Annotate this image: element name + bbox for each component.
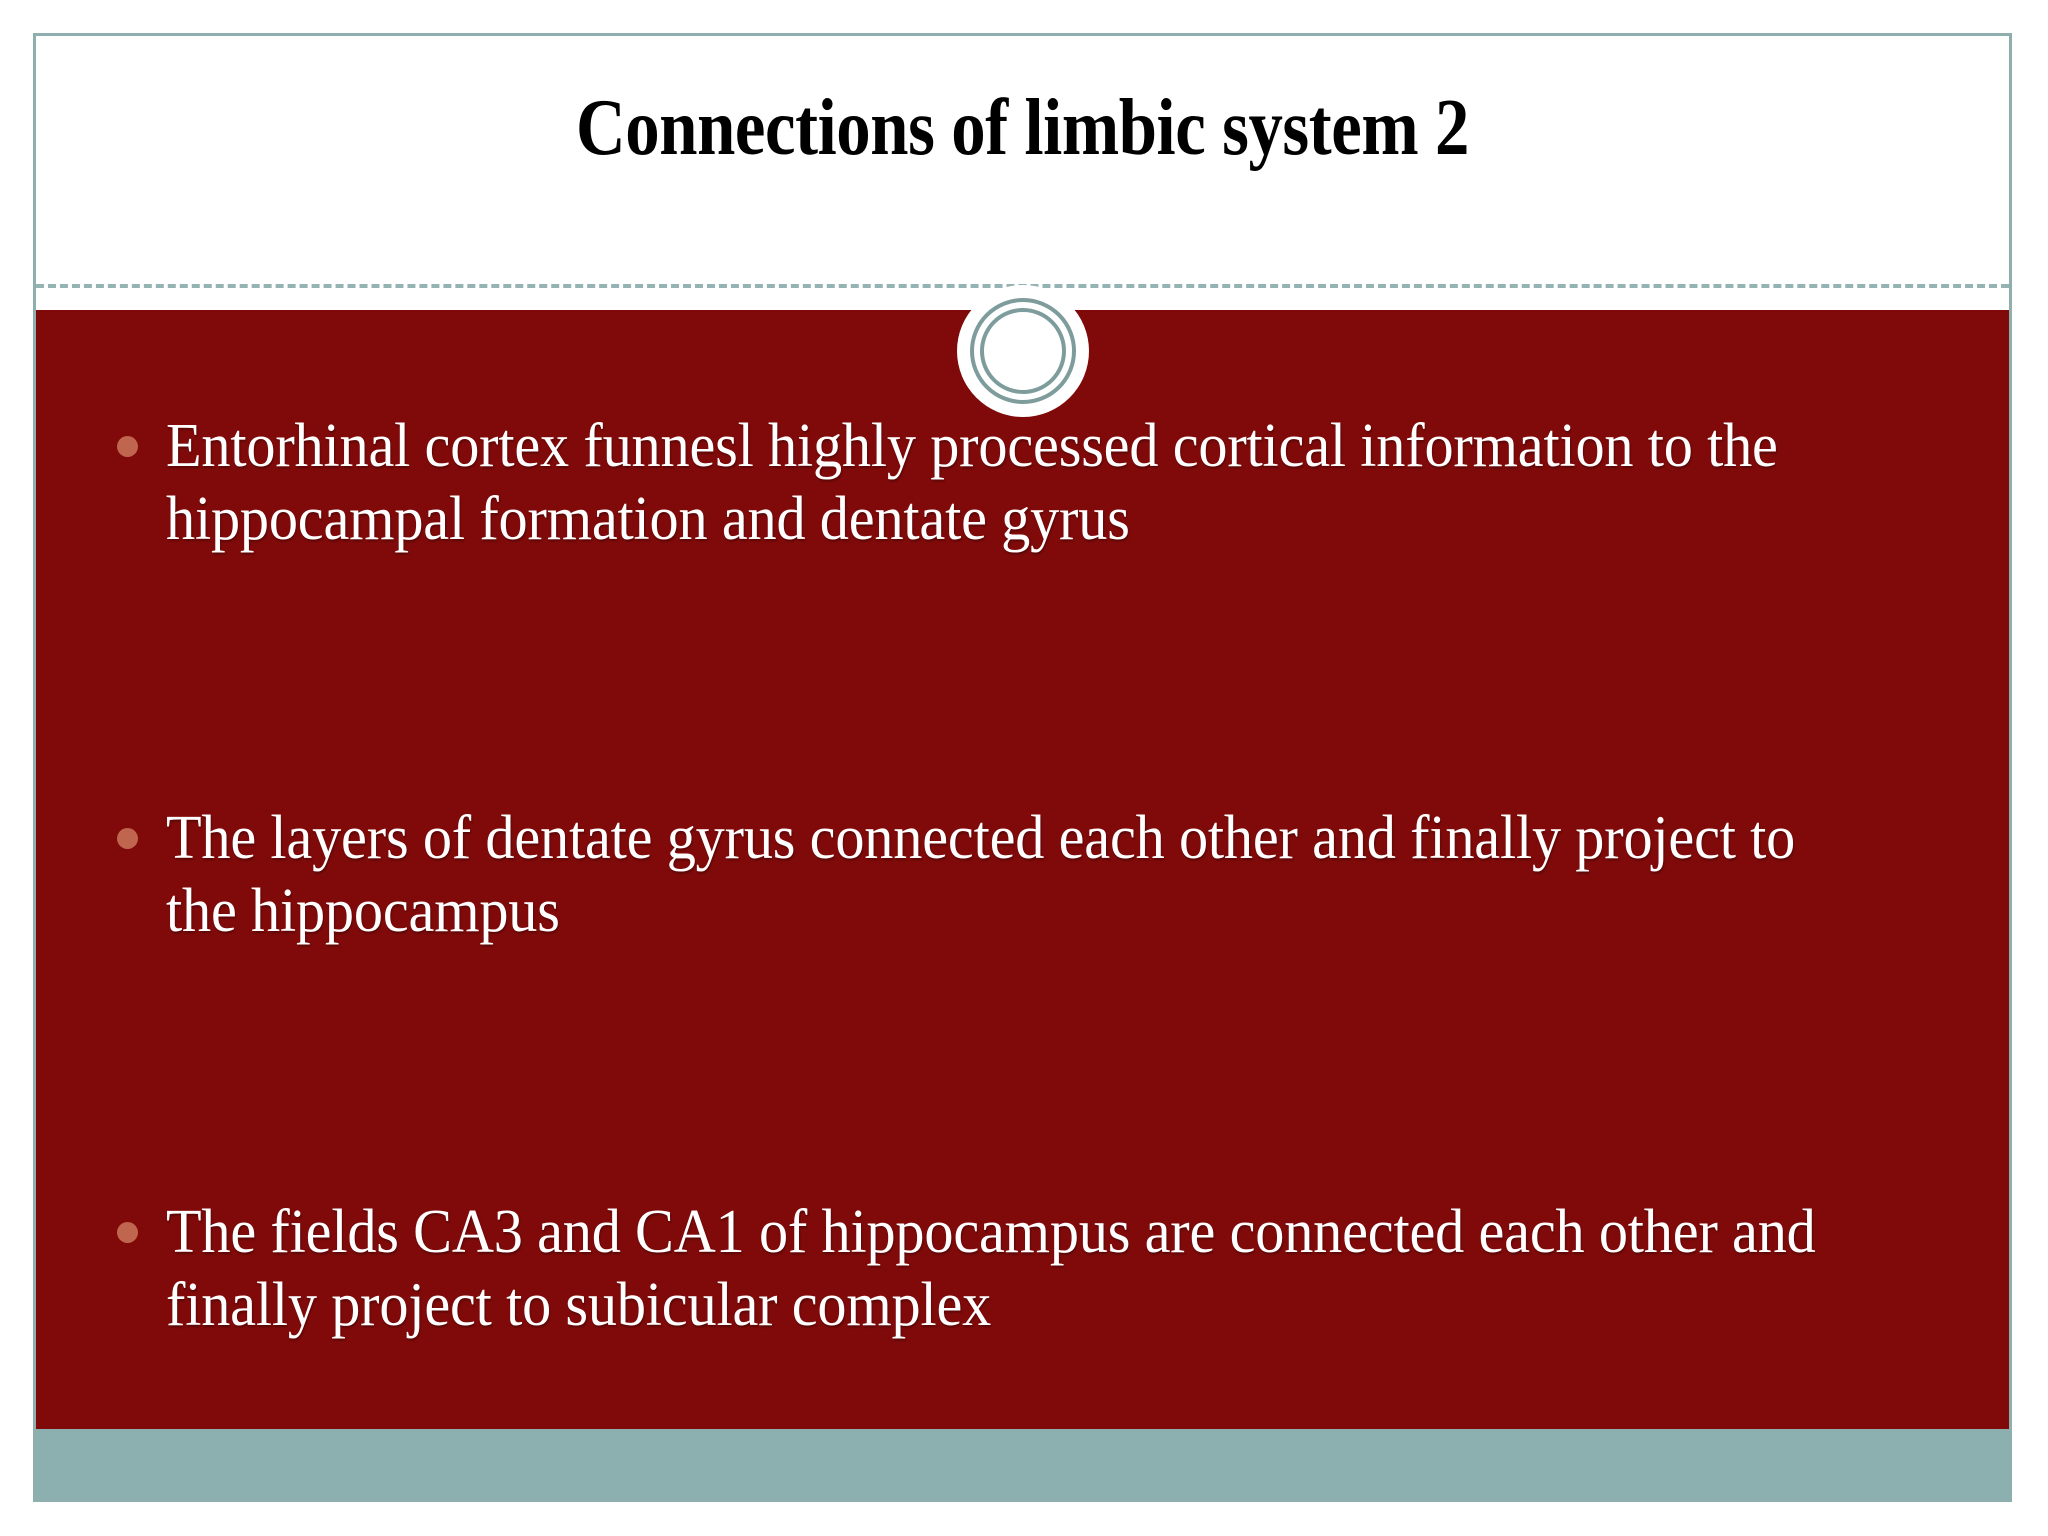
page-title: Connections of limbic system 2 [576, 84, 1469, 172]
double-ring-circle-icon [956, 285, 1089, 417]
list-item-text: Entorhinal cortex funnesl highly process… [166, 412, 1778, 553]
bullet-list: Entorhinal cortex funnesl highly process… [36, 310, 2009, 1429]
title-band: Connections of limbic system 2 [36, 36, 2009, 310]
ring-inner-icon [979, 308, 1066, 394]
content-band: Entorhinal cortex funnesl highly process… [36, 310, 2009, 1429]
list-item: The layers of dentate gyrus connected ea… [94, 802, 1973, 947]
bullet-dot-icon [117, 1222, 138, 1243]
ring-outer-icon [969, 298, 1076, 404]
bullet-dot-icon [117, 436, 138, 457]
list-item: Entorhinal cortex funnesl highly process… [94, 410, 1973, 555]
list-item: The fields CA3 and CA1 of hippocampus ar… [94, 1196, 1973, 1341]
list-item-text: The fields CA3 and CA1 of hippocampus ar… [166, 1198, 1816, 1339]
slide-frame: Connections of limbic system 2 Entorhina… [33, 33, 2012, 1502]
footer-accent-band [36, 1429, 2009, 1499]
bullet-dot-icon [117, 828, 138, 849]
list-item-text: The layers of dentate gyrus connected ea… [166, 804, 1796, 945]
